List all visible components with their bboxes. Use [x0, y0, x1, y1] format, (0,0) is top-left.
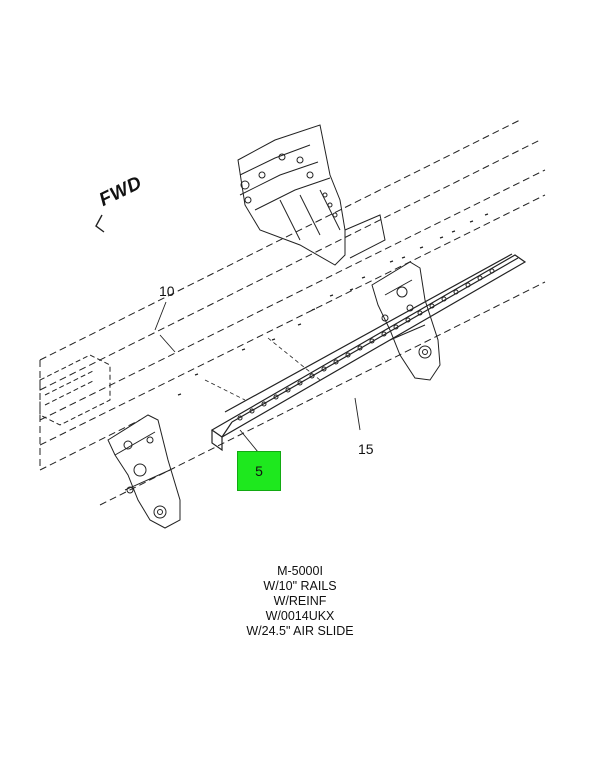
caption-line: W/0014UKX	[265, 609, 335, 623]
rear-suspension-bracket	[371, 261, 441, 381]
diagram-caption: M-5000I W/10" RAILS W/REINF W/0014UKX W/…	[0, 564, 600, 639]
caption-line: W/24.5" AIR SLIDE	[246, 624, 354, 638]
frame-rail	[39, 119, 546, 506]
reinforcement-holes	[237, 268, 495, 421]
rail-holes	[177, 213, 489, 396]
callout-5-highlight[interactable]: 5	[237, 451, 281, 491]
callout-10: 10	[159, 283, 175, 299]
upper-crossmember	[237, 124, 386, 266]
callout-15: 15	[358, 441, 374, 457]
left-crossmember	[39, 354, 111, 426]
caption-line: W/REINF	[273, 594, 327, 608]
reinforcement-channel	[210, 253, 527, 452]
front-suspension-bracket	[107, 414, 181, 529]
fwd-arrow	[95, 214, 105, 233]
projection-lines	[204, 337, 321, 401]
leader-lines	[154, 301, 361, 453]
caption-line: W/10" RAILS	[263, 579, 337, 593]
callout-5-label: 5	[255, 463, 263, 479]
caption-line: M-5000I	[277, 564, 323, 578]
